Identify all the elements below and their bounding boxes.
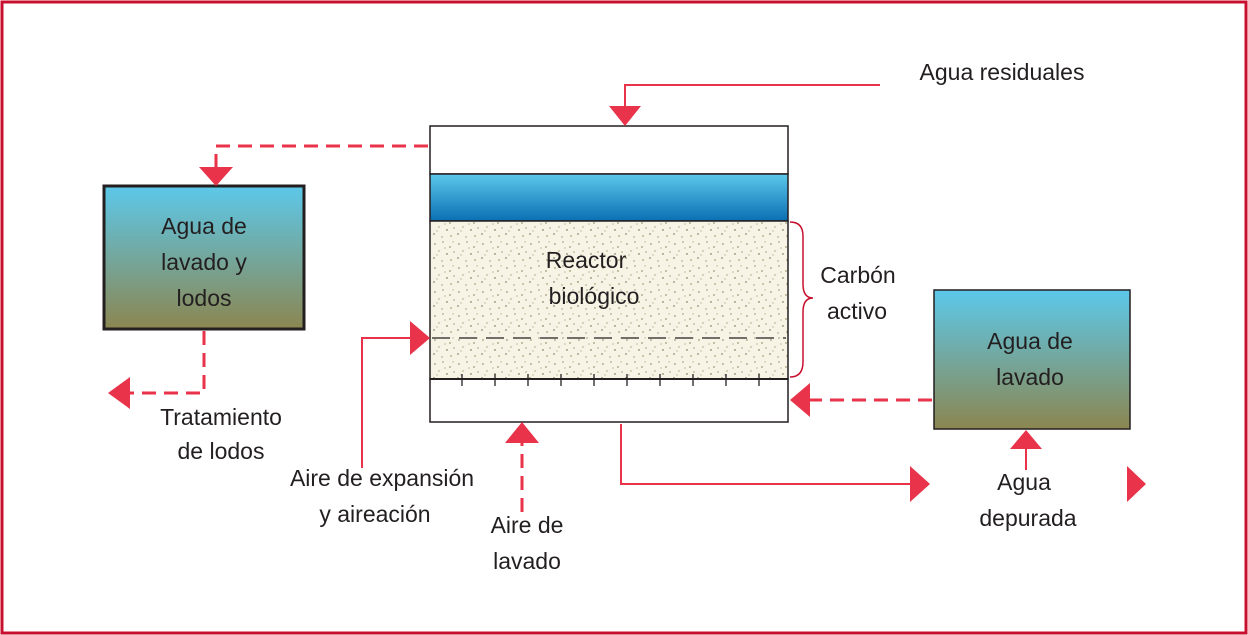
wash-water-supply-arrow bbox=[1010, 430, 1042, 449]
wash-water-arrow bbox=[790, 383, 810, 417]
wastewater-inlet-arrow bbox=[609, 106, 641, 126]
aeration-air-arrow bbox=[410, 321, 430, 355]
treated-water-label-line2: depurada bbox=[979, 505, 1076, 531]
sludge-treatment-dashed-line bbox=[127, 331, 206, 395]
wash-air-arrow bbox=[505, 422, 539, 443]
reactor-label-line2: biológico bbox=[549, 283, 640, 309]
reactor-carbon-bed bbox=[429, 220, 789, 380]
aeration-air-label-line2: y aireación bbox=[319, 501, 430, 527]
sludge-return-arrow bbox=[199, 167, 233, 186]
sludge-treatment-label-line2: de lodos bbox=[178, 438, 265, 464]
treated-water-exit-arrow bbox=[1127, 466, 1146, 502]
wash-air-label-line1: Aire de bbox=[491, 512, 564, 538]
carbon-brace bbox=[789, 221, 814, 378]
aeration-air-line bbox=[361, 337, 412, 468]
tank-wash-sludge-line3: lodos bbox=[177, 285, 232, 311]
reactor-top-space bbox=[429, 125, 789, 175]
reactor-water-layer bbox=[429, 173, 789, 222]
wastewater-label: Agua residuales bbox=[920, 59, 1085, 85]
carbon-label-line1: Carbón bbox=[820, 262, 895, 288]
nozzle-ticks bbox=[461, 374, 760, 386]
reactor-label-line1: Reactor bbox=[546, 247, 627, 273]
tank-wash-sludge bbox=[102, 184, 306, 331]
reactor-bottom-space bbox=[429, 378, 789, 423]
treated-water-arrow bbox=[910, 466, 930, 502]
tank-wash-water bbox=[933, 289, 1131, 430]
sludge-treatment-arrow bbox=[108, 377, 130, 409]
treated-water-line bbox=[620, 424, 912, 485]
tank-wash-sludge-line2: lavado y bbox=[161, 249, 247, 275]
sludge-return-dashed-line bbox=[214, 144, 428, 168]
aeration-air-label-line1: Aire de expansión bbox=[290, 465, 474, 491]
treated-water-label-line1: Agua bbox=[997, 469, 1051, 495]
carbon-label-line2: activo bbox=[827, 298, 887, 324]
tank-wash-water-line2: lavado bbox=[996, 364, 1064, 390]
sludge-treatment-label-line1: Tratamiento bbox=[160, 404, 282, 430]
tank-wash-sludge-line1: Agua de bbox=[161, 213, 247, 239]
tank-wash-water-line1: Agua de bbox=[987, 328, 1073, 354]
reactor: Reactor biológico bbox=[429, 125, 789, 423]
wastewater-inlet-line bbox=[624, 84, 880, 108]
wash-air-label-line2: lavado bbox=[493, 548, 561, 574]
